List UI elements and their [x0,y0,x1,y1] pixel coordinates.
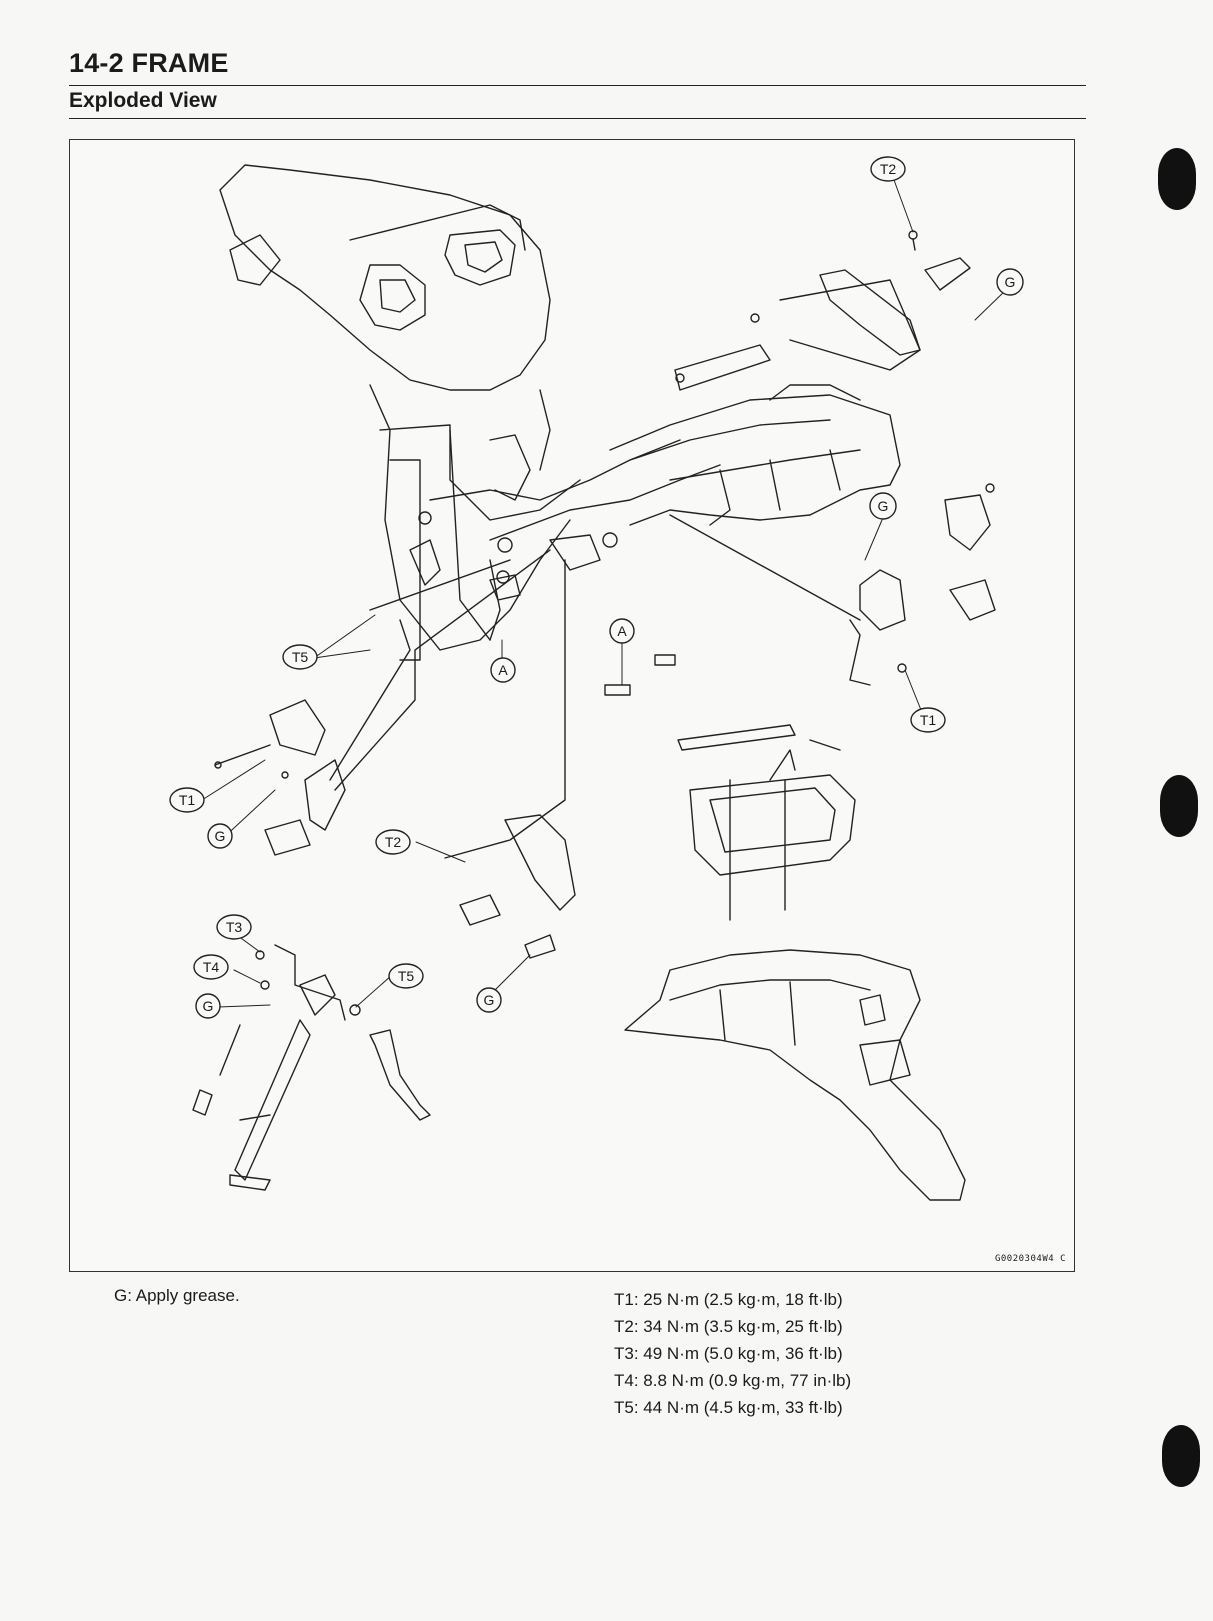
page-title: 14-2 FRAME [69,48,229,78]
right-front-footpeg-assembly [669,483,996,686]
main-frame [219,164,901,661]
frame-exploded-diagram: T2 G G T1 T5 A A T1 G T2 T3 T4 G T5 G [169,156,1024,1201]
side-stand-assembly [192,944,431,1191]
callout-t5-stand: T5 [398,968,415,984]
binder-hole-top [1158,148,1196,210]
section-title: Exploded View [69,89,217,112]
left-rear-footpeg-bracket [444,559,576,959]
leader-lines [201,179,1009,1008]
callout-t4: T4 [203,959,220,975]
exploded-view-figure: T2 G G T1 T5 A A T1 G T2 T3 T4 G T5 G G0… [69,139,1075,1272]
binder-hole-bottom [1162,1425,1200,1487]
callout-t2-top: T2 [880,161,897,177]
left-front-footpeg-assembly [214,549,551,856]
torque-spec-list: T1: 25 N·m (2.5 kg·m, 18 ft·lb) T2: 34 N… [614,1286,851,1421]
callout-t1-left: T1 [179,792,196,808]
callout-t5-left: T5 [292,649,309,665]
callout-a-battery: A [617,623,627,639]
callout-g-left: G [215,828,226,844]
callout-g-right: G [1005,274,1016,290]
figure-code: G0020304W4 C [994,1254,1066,1264]
torque-spec-t2: T2: 34 N·m (3.5 kg·m, 25 ft·lb) [614,1317,843,1336]
callout-g-right-mid: G [878,498,889,514]
header-rule-top [69,85,1086,86]
torque-spec-t5: T5: 44 N·m (4.5 kg·m, 33 ft·lb) [614,1398,843,1417]
torque-spec-t3: T3: 49 N·m (5.0 kg·m, 36 ft·lb) [614,1344,843,1363]
callout-t1-right: T1 [920,712,937,728]
torque-spec-t4: T4: 8.8 N·m (0.9 kg·m, 77 in·lb) [614,1371,852,1390]
torque-spec-t1: T1: 25 N·m (2.5 kg·m, 18 ft·lb) [614,1290,843,1309]
battery-holder-assembly [604,654,856,921]
callout-g-stand: G [203,998,214,1014]
callout-t2-left: T2 [385,834,402,850]
callout-a-frame: A [498,662,508,678]
binder-hole-middle [1160,775,1198,837]
callout-g-rear-bracket: G [484,992,495,1008]
header-rule-bottom [69,118,1086,119]
callout-t3: T3 [226,919,243,935]
right-rear-footpeg-assembly [674,230,971,391]
grease-note: G: Apply grease. [114,1286,240,1305]
rear-fender [624,949,966,1201]
callout-labels: T2 G G T1 T5 A A T1 G T2 T3 T4 G T5 G [179,161,1016,1014]
callout-markers [169,156,1024,1019]
